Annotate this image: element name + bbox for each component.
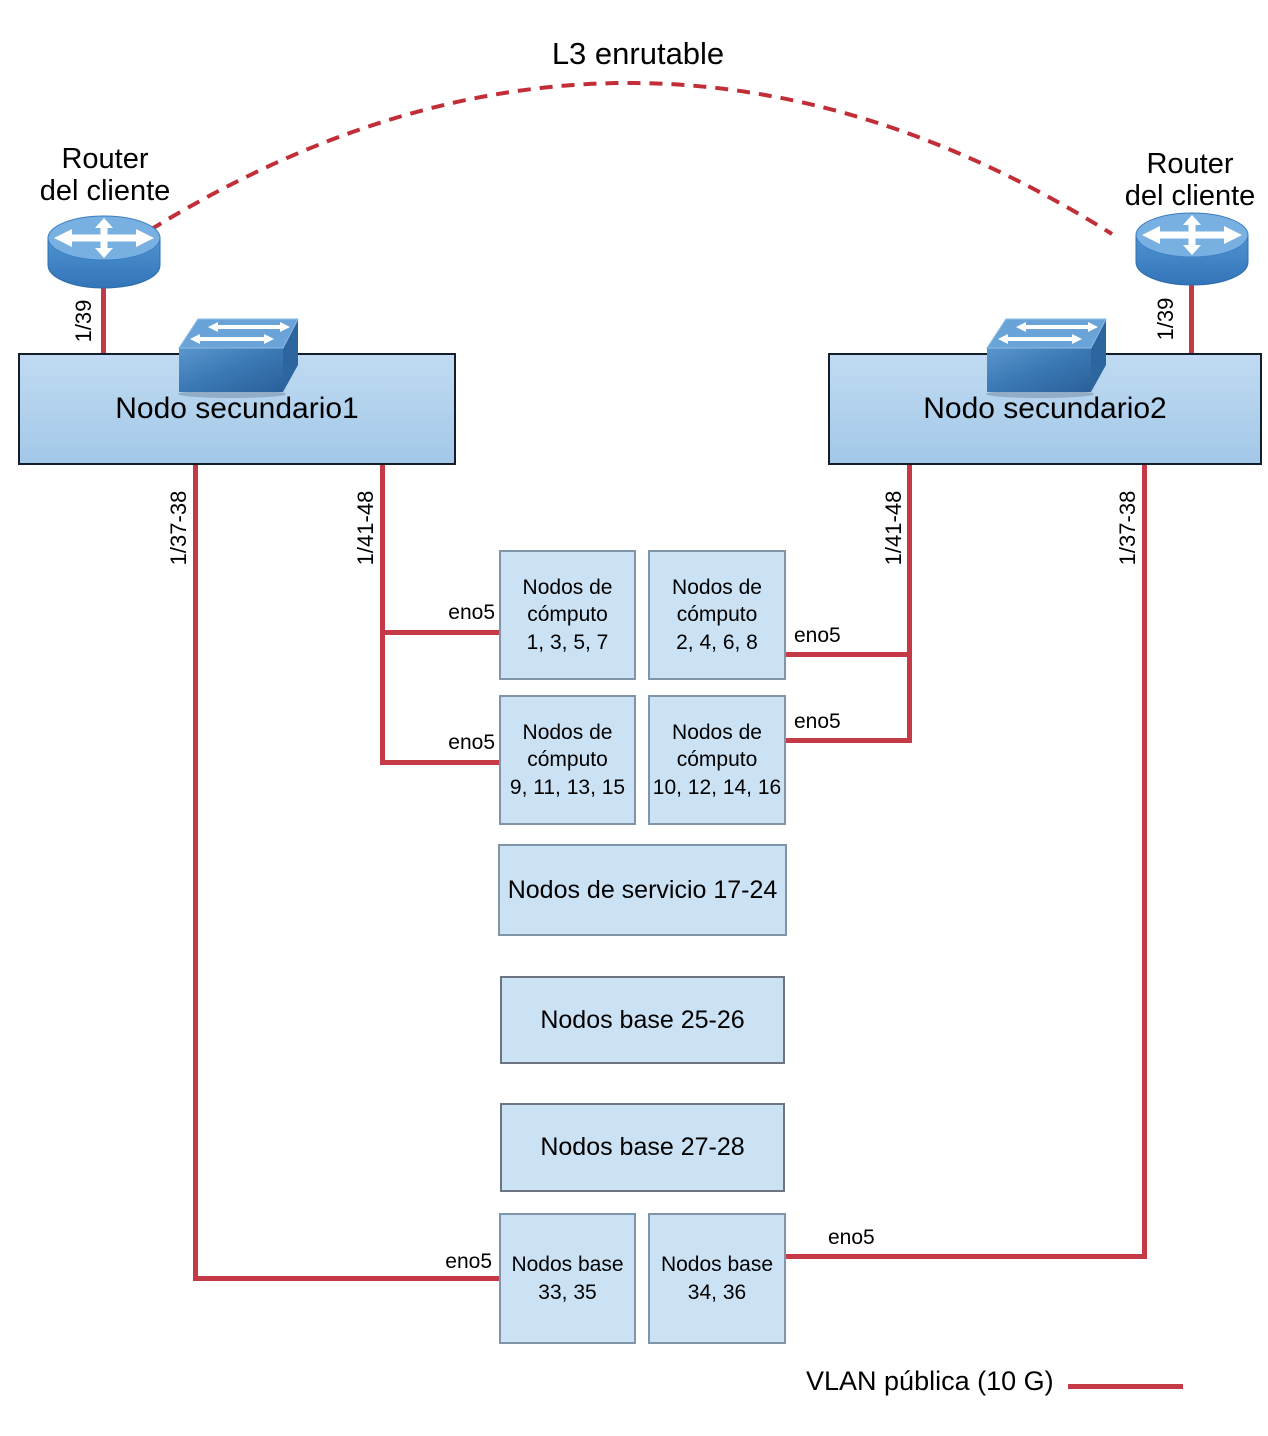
l3-dashed-arc <box>148 81 1114 236</box>
link-node2-public-horizontal <box>786 1254 1147 1259</box>
switch-icon-node1 <box>178 318 299 398</box>
base-33-35-line2: 33, 35 <box>538 1280 597 1304</box>
eno5-label-base-left: eno5 <box>445 1250 492 1273</box>
eno5-label-base-right: eno5 <box>828 1226 875 1249</box>
base-33-35-line1: Nodos base <box>511 1253 624 1277</box>
node-secundario2-label: Nodo secundario2 <box>923 392 1167 425</box>
eno5-label-compute-left-top: eno5 <box>448 601 495 624</box>
router-right-label: Router del cliente <box>1095 148 1268 213</box>
compute-nodes-10-16-box: Nodos de cómputo 10, 12, 14, 16 <box>648 695 786 825</box>
eno5-label-compute-left-bottom: eno5 <box>448 731 495 754</box>
link-node2-compute-branch-top <box>786 652 912 657</box>
compute-10-16-line1: Nodos de <box>672 721 762 745</box>
eno5-label-compute-right-top: eno5 <box>794 624 841 647</box>
router-left-label-line1: Router <box>61 143 149 175</box>
link-right-router-to-node2 <box>1189 283 1194 355</box>
legend-label: VLAN pública (10 G) <box>806 1366 1054 1396</box>
router-right-icon <box>1135 212 1249 286</box>
link-node1-compute-branch-bottom <box>380 760 499 765</box>
compute-2468-line2: cómputo <box>676 603 758 627</box>
compute-10-16-line2: cómputo <box>676 748 758 772</box>
link-node2-compute-vertical <box>907 464 912 743</box>
compute-2468-line3: 2, 4, 6, 8 <box>676 630 758 654</box>
link-node1-compute-branch-top <box>380 630 499 635</box>
base-34-36-line1: Nodos base <box>660 1253 774 1277</box>
link-node2-compute-branch-bottom <box>786 738 912 743</box>
compute-9-15-line2: cómputo <box>527 748 608 772</box>
link-left-router-to-node1 <box>101 288 106 355</box>
node-secundario1-label: Nodo secundario1 <box>115 392 359 425</box>
router-right-label-line1: Router <box>1146 148 1234 180</box>
base-nodes-33-35-box: Nodos base 33, 35 <box>499 1213 636 1344</box>
port-label-node2-public: 1/37-38 <box>1115 490 1140 566</box>
router-left-label: Router del cliente <box>10 143 200 208</box>
base-nodes-25-26-label: Nodos base 25-26 <box>540 1005 745 1034</box>
link-node1-public-vertical <box>193 464 198 1281</box>
base-nodes-25-26-box: Nodos base 25-26 <box>500 976 785 1064</box>
compute-1357-line3: 1, 3, 5, 7 <box>526 630 609 654</box>
diagram-title: L3 enrutable <box>551 36 725 71</box>
port-label-right-router: 1/39 <box>1153 297 1178 341</box>
router-left-label-line2: del cliente <box>39 175 171 208</box>
compute-9-15-line3: 9, 11, 13, 15 <box>509 775 626 799</box>
compute-1357-line2: cómputo <box>527 603 608 627</box>
switch-icon-node2 <box>986 318 1107 398</box>
service-nodes-label: Nodos de servicio 17-24 <box>507 875 778 904</box>
eno5-label-compute-right-bottom: eno5 <box>794 710 841 733</box>
compute-9-15-line1: Nodos de <box>522 721 613 745</box>
link-node1-public-horizontal <box>193 1276 500 1281</box>
base-nodes-34-36-box: Nodos base 34, 36 <box>648 1213 786 1344</box>
base-nodes-27-28-label: Nodos base 27-28 <box>540 1133 745 1161</box>
port-label-node1-compute: 1/41-48 <box>353 490 378 566</box>
link-node1-compute-vertical <box>380 464 385 765</box>
compute-10-16-line3: 10, 12, 14, 16 <box>652 775 782 799</box>
router-right-label-line2: del cliente <box>1124 180 1256 213</box>
port-label-node2-compute: 1/41-48 <box>881 490 906 566</box>
compute-2468-line1: Nodos de <box>672 576 762 600</box>
compute-1357-line1: Nodos de <box>522 576 613 600</box>
link-node2-public-vertical <box>1142 464 1147 1259</box>
port-label-left-router: 1/39 <box>71 299 96 343</box>
base-34-36-line2: 34, 36 <box>687 1280 747 1304</box>
compute-nodes-2468-box: Nodos de cómputo 2, 4, 6, 8 <box>648 550 786 680</box>
router-left-icon <box>47 215 161 289</box>
base-nodes-27-28-box: Nodos base 27-28 <box>500 1103 785 1192</box>
compute-nodes-1357-box: Nodos de cómputo 1, 3, 5, 7 <box>499 550 636 680</box>
service-nodes-box: Nodos de servicio 17-24 <box>498 844 787 936</box>
legend-line-sample <box>1068 1384 1183 1389</box>
port-label-node1-public: 1/37-38 <box>166 490 191 566</box>
compute-nodes-9-15-box: Nodos de cómputo 9, 11, 13, 15 <box>499 695 636 825</box>
